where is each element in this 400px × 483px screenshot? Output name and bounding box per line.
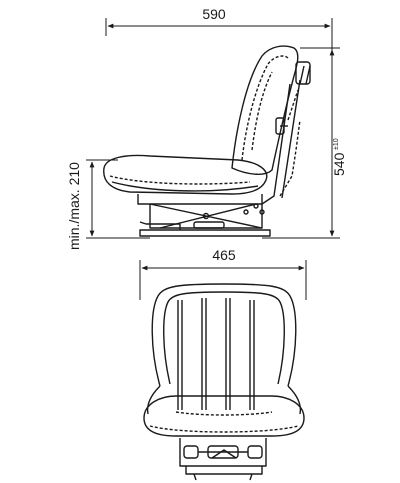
dimension-label-210: min./max. 210 xyxy=(66,162,82,250)
dimension-label-540: 540 xyxy=(331,152,347,176)
cushion-side xyxy=(103,154,268,195)
dimension-width-side: 590 xyxy=(105,6,333,52)
slide-rail xyxy=(139,229,271,237)
dimension-label-590: 590 xyxy=(202,6,226,22)
backrest-adjuster xyxy=(295,61,311,85)
backrest-front xyxy=(151,283,297,387)
seat-side-view xyxy=(103,45,311,237)
dimension-height: 540 ±10 xyxy=(262,47,347,239)
seat-front-view xyxy=(143,283,305,481)
dimension-width-front: 465 xyxy=(139,247,307,300)
dimension-adjustment: min./max. 210 xyxy=(66,159,150,250)
dimension-label-465: 465 xyxy=(212,247,236,263)
suspension-front xyxy=(179,438,267,467)
backrest-side xyxy=(231,45,299,175)
dimension-tolerance: ±10 xyxy=(333,138,340,150)
cushion-front xyxy=(143,395,305,437)
